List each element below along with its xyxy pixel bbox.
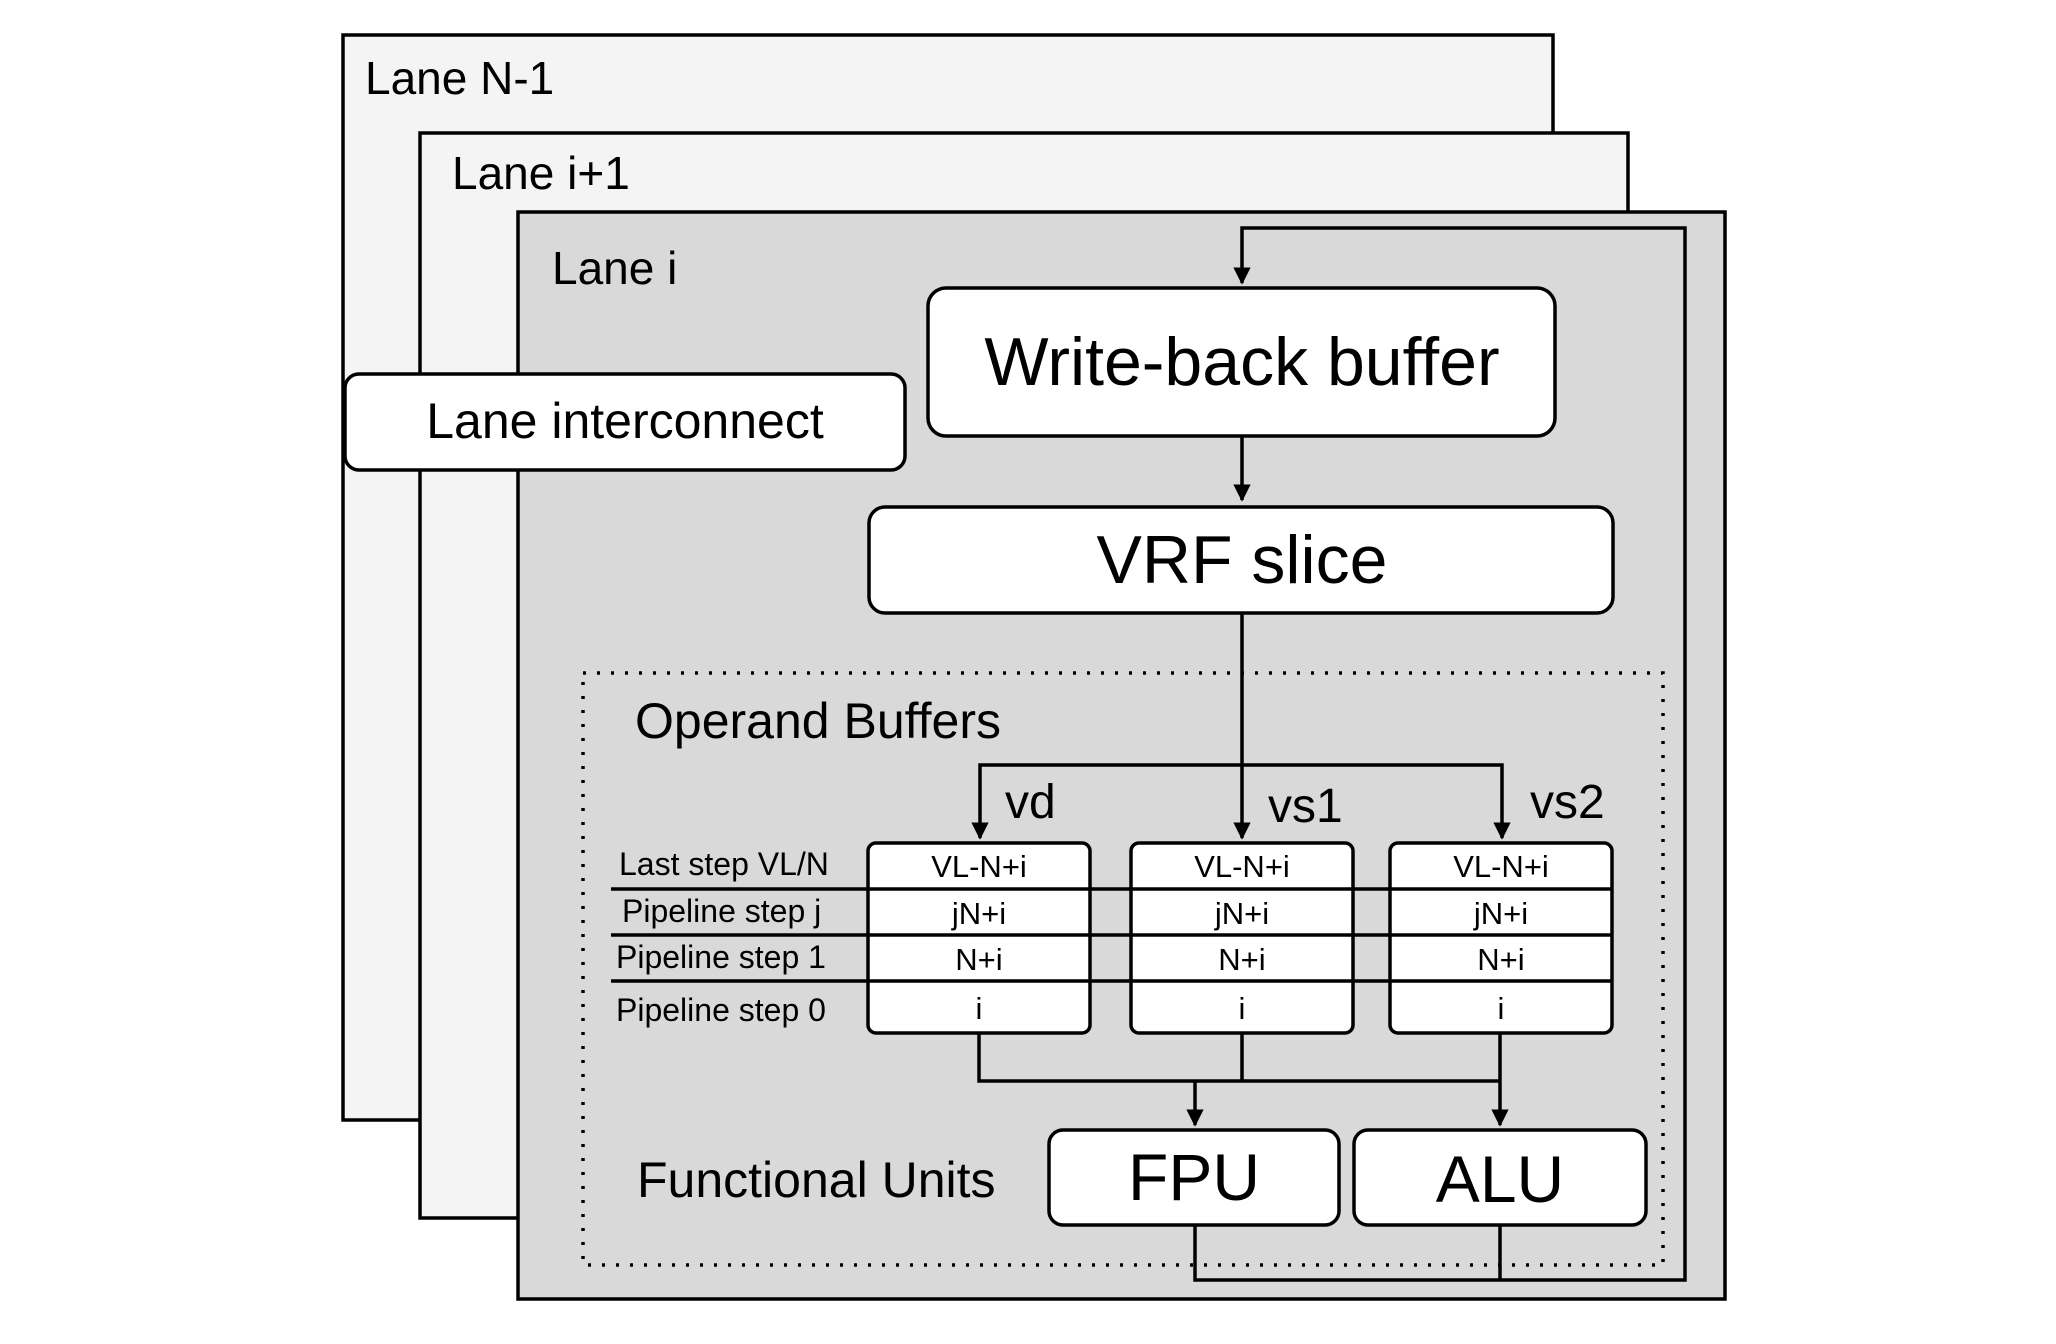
buffer-cell: i xyxy=(1498,991,1505,1026)
buffer-cell: VL-N+i xyxy=(1194,849,1290,884)
lane-interconnect-label: Lane interconnect xyxy=(426,393,824,449)
vrf-slice-label: VRF slice xyxy=(1097,522,1388,598)
write-back-buffer: Write-back buffer xyxy=(926,286,1557,438)
lane-n-minus-1-label: Lane N-1 xyxy=(365,52,554,104)
buffer-cell: i xyxy=(1239,991,1246,1026)
lane-i-label: Lane i xyxy=(552,242,677,294)
buffer-cell: VL-N+i xyxy=(1453,849,1549,884)
operand-buffer-vs2: VL-N+i jN+i N+i i xyxy=(1388,841,1614,1035)
buffer-cell: jN+i xyxy=(951,896,1006,931)
operand-buffers-title: Operand Buffers xyxy=(635,693,1001,749)
column-name-vs2: vs2 xyxy=(1530,776,1605,829)
alu-unit: ALU xyxy=(1352,1128,1648,1227)
lane-i-plus-1-label: Lane i+1 xyxy=(452,147,630,199)
row-label-last-step: Last step VL/N xyxy=(619,846,829,882)
buffer-cell: N+i xyxy=(1477,942,1524,977)
fpu-label: FPU xyxy=(1128,1140,1260,1214)
row-label-step-j: Pipeline step j xyxy=(622,893,821,929)
row-labels: Last step VL/N Pipeline step j Pipeline … xyxy=(616,846,829,1028)
lane-interconnect: Lane interconnect xyxy=(343,372,907,472)
alu-label: ALU xyxy=(1436,1142,1564,1216)
vrf-distribution xyxy=(971,613,1511,840)
operand-buffer-vd: VL-N+i jN+i N+i i xyxy=(866,841,1092,1035)
column-name-vs1: vs1 xyxy=(1268,780,1343,833)
functional-units-title: Functional Units xyxy=(637,1152,996,1208)
operand-buffers-region: Operand Buffers xyxy=(581,671,1665,1267)
buffer-cell: N+i xyxy=(1218,942,1265,977)
operand-buffer-vs1: VL-N+i jN+i N+i i xyxy=(1129,841,1355,1035)
buffer-cell: jN+i xyxy=(1473,896,1528,931)
buffer-cell: N+i xyxy=(955,942,1002,977)
buffers-to-units xyxy=(977,1033,1509,1127)
column-name-vd: vd xyxy=(1005,776,1056,829)
row-label-step-0: Pipeline step 0 xyxy=(616,992,826,1028)
fpu-unit: FPU xyxy=(1047,1128,1341,1227)
buffer-cell: jN+i xyxy=(1214,896,1269,931)
buffer-cell: i xyxy=(976,991,983,1026)
vrf-slice: VRF slice xyxy=(867,505,1615,615)
write-back-feedback xyxy=(1193,226,1687,1282)
row-label-step-1: Pipeline step 1 xyxy=(616,939,826,975)
write-back-buffer-label: Write-back buffer xyxy=(984,324,1499,400)
buffer-cell: VL-N+i xyxy=(931,849,1027,884)
